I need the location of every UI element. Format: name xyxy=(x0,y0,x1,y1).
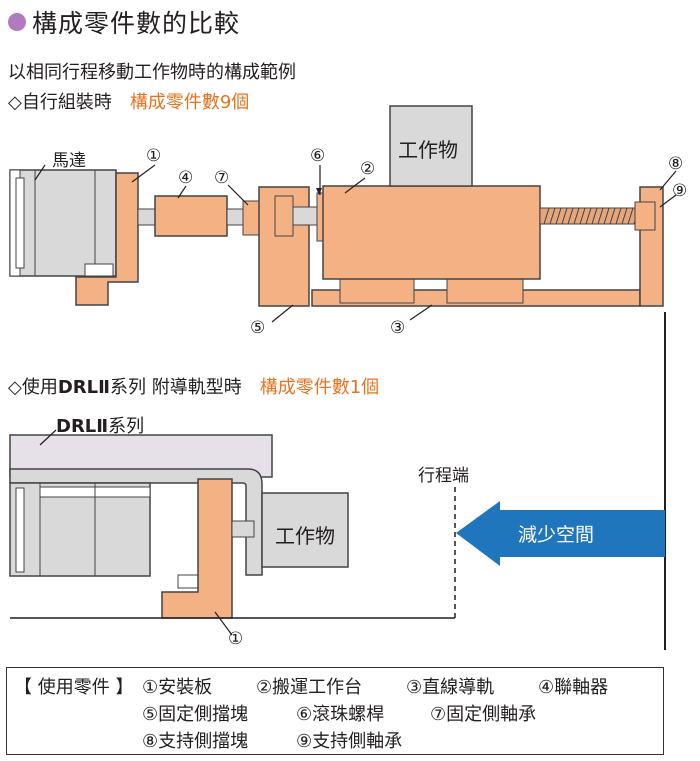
thread-line xyxy=(561,207,568,225)
thread-line xyxy=(567,207,574,225)
leader-lines-1 xyxy=(34,164,677,323)
screw-segment xyxy=(292,206,318,226)
part-number-3: ③ xyxy=(390,318,406,338)
workpiece-1 xyxy=(389,105,473,187)
legend-item-6: ⑥滾珠螺桿 xyxy=(296,704,385,725)
workpiece-label-2: 工作物 xyxy=(275,524,335,548)
part-number-8: ⑧ xyxy=(668,154,684,174)
legend-item-8: ⑧支持側擋塊 xyxy=(142,731,249,752)
drl-series-suffix: 系列 xyxy=(108,416,145,437)
legend-item-2: ②搬運工作台 xyxy=(256,677,363,698)
fixed-side-bearing-cap xyxy=(274,195,294,237)
workpiece-label-1: 工作物 xyxy=(398,138,458,162)
legend-header: 【 使用零件 】 xyxy=(14,677,134,698)
section1-heading: ◇自行組裝時構成零件數9個 xyxy=(8,88,249,114)
legend-item-7: ⑦固定側軸承 xyxy=(430,704,537,725)
motor-1 xyxy=(9,169,117,277)
thread-line xyxy=(555,207,562,225)
drl-series-label: DRLⅡ系列 xyxy=(56,412,144,438)
thread-line xyxy=(591,207,598,225)
section2-prefix-a: ◇使用 xyxy=(8,377,58,398)
reduce-space-arrow xyxy=(456,501,665,566)
bullet-dot-icon xyxy=(8,13,26,31)
part-number-7: ⑦ xyxy=(214,168,230,188)
guide-block-2 xyxy=(446,276,524,304)
drl-leader xyxy=(39,429,57,446)
legend-item-1: ①安裝板 xyxy=(142,677,213,698)
ball-screw xyxy=(539,207,641,225)
part-number-2: ② xyxy=(360,159,376,179)
part-number-4: ④ xyxy=(178,168,194,188)
title-text: 構成零件數的比較 xyxy=(32,9,241,38)
section1-count: 構成零件數9個 xyxy=(129,92,250,113)
part-number-9: ⑨ xyxy=(672,181,688,201)
thread-line xyxy=(597,207,604,225)
coupling xyxy=(154,195,228,237)
thread-line xyxy=(573,207,580,225)
page-title: 構成零件數的比較 xyxy=(8,6,240,38)
section1-prefix: ◇自行組裝時 xyxy=(8,92,112,113)
drl-part-number-1: ① xyxy=(228,629,244,649)
part-number-6: ⑥ xyxy=(310,146,326,166)
drl-part1-leader xyxy=(214,611,233,636)
legend-item-3: ③直線導軌 xyxy=(406,677,495,698)
legend-item-5: ⑤固定側擋塊 xyxy=(142,704,249,725)
motor-shaft xyxy=(137,208,156,226)
thread-line xyxy=(549,207,556,225)
subtitle: 以相同行程移動工作物時的構成範例 xyxy=(8,62,296,83)
part-number-5: ⑤ xyxy=(250,318,266,338)
legend-item-4: ④聯軸器 xyxy=(538,677,609,698)
thread-line xyxy=(615,207,622,225)
thread-line xyxy=(543,207,550,225)
section2-prefix-bold: DRLⅡ xyxy=(57,377,110,398)
section2-heading: ◇使用DRLⅡ系列 附導軌型時構成零件數1個 xyxy=(8,373,379,399)
guide-block-1 xyxy=(339,276,415,304)
thread-line xyxy=(579,207,586,225)
transport-table xyxy=(322,185,541,280)
legend-box xyxy=(6,667,664,755)
part-number-1: ① xyxy=(146,146,162,166)
motor-label: 馬達 xyxy=(52,151,86,171)
thread-line xyxy=(585,207,592,225)
section2-prefix-b: 系列 附導軌型時 xyxy=(109,377,242,398)
support-side-bearing xyxy=(634,201,656,231)
thread-line xyxy=(603,207,610,225)
legend-item-9: ⑨支持側軸承 xyxy=(296,731,403,752)
drl-actuator xyxy=(9,434,349,619)
thread-line xyxy=(609,207,616,225)
ball-screw-arrow-icon xyxy=(316,188,322,195)
thread-line xyxy=(621,207,628,225)
coupling-shaft xyxy=(226,208,244,226)
stroke-end-label: 行程端 xyxy=(418,466,469,486)
section2-count: 構成零件數1個 xyxy=(259,377,380,398)
thread-line xyxy=(627,207,634,225)
drl-series-bold: DRLⅡ xyxy=(56,416,109,437)
reduce-space-label: 減少空間 xyxy=(518,524,595,546)
